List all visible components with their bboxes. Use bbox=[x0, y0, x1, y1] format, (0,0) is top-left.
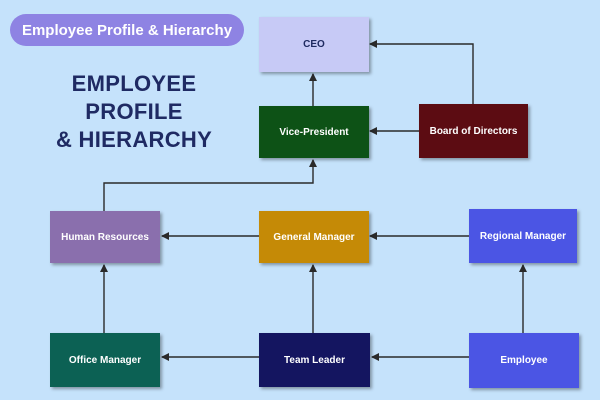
node-human-resources-label: Human Resources bbox=[61, 231, 149, 243]
node-board-of-directors-label: Board of Directors bbox=[429, 125, 518, 137]
node-human-resources: Human Resources bbox=[50, 211, 160, 263]
page-title-line-2: & HIERARCHY bbox=[55, 127, 213, 152]
page-title: EMPLOYEE PROFILE & HIERARCHY bbox=[24, 70, 244, 154]
header-pill: Employee Profile & Hierarchy bbox=[10, 14, 244, 46]
page-title-line-1: EMPLOYEE PROFILE bbox=[71, 71, 197, 124]
node-team-leader: Team Leader bbox=[259, 333, 370, 387]
node-regional-manager-label: Regional Manager bbox=[479, 230, 567, 242]
node-employee-label: Employee bbox=[500, 355, 548, 366]
node-board-of-directors: Board of Directors bbox=[419, 104, 528, 158]
node-general-manager: General Manager bbox=[259, 211, 369, 263]
node-team-leader-label: Team Leader bbox=[284, 354, 345, 366]
edge-board-to-ceo bbox=[369, 40, 474, 104]
node-regional-manager: Regional Manager bbox=[469, 209, 577, 263]
node-ceo-label: CEO bbox=[303, 39, 325, 50]
node-ceo: CEO bbox=[259, 17, 369, 72]
node-employee: Employee bbox=[469, 333, 579, 388]
node-vice-president: Vice-President bbox=[259, 106, 369, 158]
node-general-manager-label: General Manager bbox=[273, 231, 355, 243]
edge-hr-to-vp bbox=[103, 159, 317, 211]
node-vice-president-label: Vice-President bbox=[279, 126, 349, 138]
node-office-manager: Office Manager bbox=[50, 333, 160, 387]
node-office-manager-label: Office Manager bbox=[68, 354, 142, 366]
